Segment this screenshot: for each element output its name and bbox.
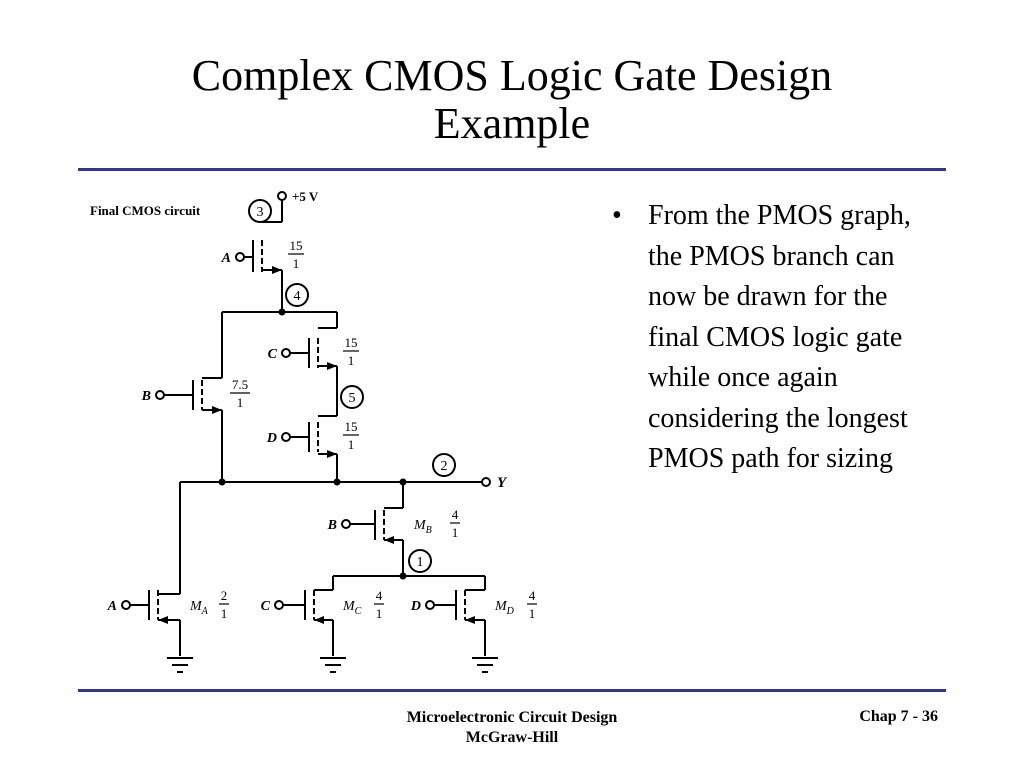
node-2-label: 2 xyxy=(441,459,448,474)
pmos-d-ratio-den: 1 xyxy=(348,437,355,452)
bullet-item: • From the PMOS graph, the PMOS branch c… xyxy=(612,196,922,480)
bullet-list: • From the PMOS graph, the PMOS branch c… xyxy=(612,196,922,480)
nmos-a-ratio-num: 2 xyxy=(221,588,228,603)
pmos-d-ratio-num: 15 xyxy=(345,419,358,434)
pmos-d-gate-label: D xyxy=(266,431,277,446)
nmos-d-gate-label: D xyxy=(410,599,421,614)
nmos-d-name: MD xyxy=(494,599,515,617)
pmos-c-gate-label: C xyxy=(268,347,278,362)
pmos-a-ratio-num: 15 xyxy=(290,238,303,253)
pmos-a-gate-label: A xyxy=(221,251,231,266)
nmos-d-ratio-num: 4 xyxy=(529,588,536,603)
footer-book-title: Microelectronic Circuit Design xyxy=(406,709,618,726)
nmos-a-name: MA xyxy=(189,599,209,617)
output-label: Y xyxy=(497,475,508,491)
nmos-b-ratio-den: 1 xyxy=(452,525,459,540)
node-1-label: 1 xyxy=(417,555,424,570)
nmos-a-ratio-den: 1 xyxy=(221,606,228,621)
pmos-a-ratio-den: 1 xyxy=(293,256,300,271)
footer-publisher: McGraw-Hill xyxy=(465,729,559,746)
pmos-c-ratio-den: 1 xyxy=(348,353,355,368)
nmos-b-ratio-num: 4 xyxy=(452,507,459,522)
top-divider xyxy=(78,168,946,171)
nmos-c-gate-label: C xyxy=(261,599,271,614)
node-3-label: 3 xyxy=(257,205,264,220)
pmos-b-gate-label: B xyxy=(141,389,151,404)
footer-credit: Microelectronic Circuit Design McGraw-Hi… xyxy=(350,708,674,748)
nmos-c-ratio-num: 4 xyxy=(376,588,383,603)
nmos-b-name: MB xyxy=(413,518,432,536)
supply-label: +5 V xyxy=(292,189,319,204)
bottom-divider xyxy=(78,689,946,692)
bullet-text: From the PMOS graph, the PMOS branch can… xyxy=(648,200,911,474)
nmos-c-ratio-den: 1 xyxy=(376,606,383,621)
nmos-d-ratio-den: 1 xyxy=(529,606,536,621)
circuit-label: Final CMOS circuit xyxy=(90,203,201,218)
bullet-dot-icon: • xyxy=(612,200,622,231)
pmos-b-ratio-num: 7.5 xyxy=(232,377,248,392)
slide-title-line1: Complex CMOS Logic Gate Design xyxy=(191,51,833,100)
nmos-b-gate-label: B xyxy=(327,518,337,533)
pmos-c-ratio-num: 15 xyxy=(345,335,358,350)
footer-page-number: Chap 7 - 36 xyxy=(859,708,938,725)
cmos-circuit-diagram: Final CMOS circuit +5 V Y 3 4 5 2 1 A C … xyxy=(90,189,537,673)
slide-title-line2: Example xyxy=(433,99,591,148)
node-4-label: 4 xyxy=(294,289,301,304)
slide-title: Complex CMOS Logic Gate Design Example xyxy=(0,52,1024,148)
nmos-c-name: MC xyxy=(342,599,362,617)
pmos-b-ratio-den: 1 xyxy=(237,395,244,410)
node-5-label: 5 xyxy=(349,391,356,406)
nmos-a-gate-label: A xyxy=(107,599,117,614)
